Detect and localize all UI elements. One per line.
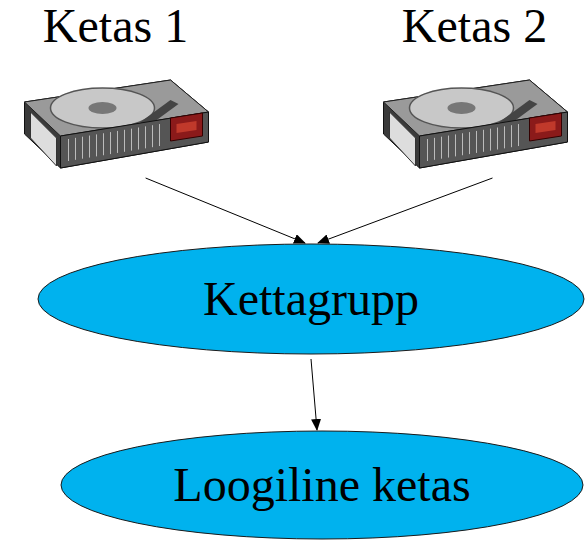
ellipse-node: Loogiline ketas <box>60 430 584 540</box>
disk-node: Ketas 1 <box>8 2 223 174</box>
arrow-connector <box>311 359 317 430</box>
node-label: Kettagrupp <box>203 275 419 323</box>
disk-node: Ketas 2 <box>362 2 587 174</box>
arrow-connector <box>146 178 305 243</box>
arrow-connector <box>318 178 493 243</box>
node-label: Ketas 1 <box>8 2 223 50</box>
ellipse-node: Kettagrupp <box>37 243 585 355</box>
node-label: Loogiline ketas <box>173 461 470 509</box>
node-label: Ketas 2 <box>362 2 587 50</box>
